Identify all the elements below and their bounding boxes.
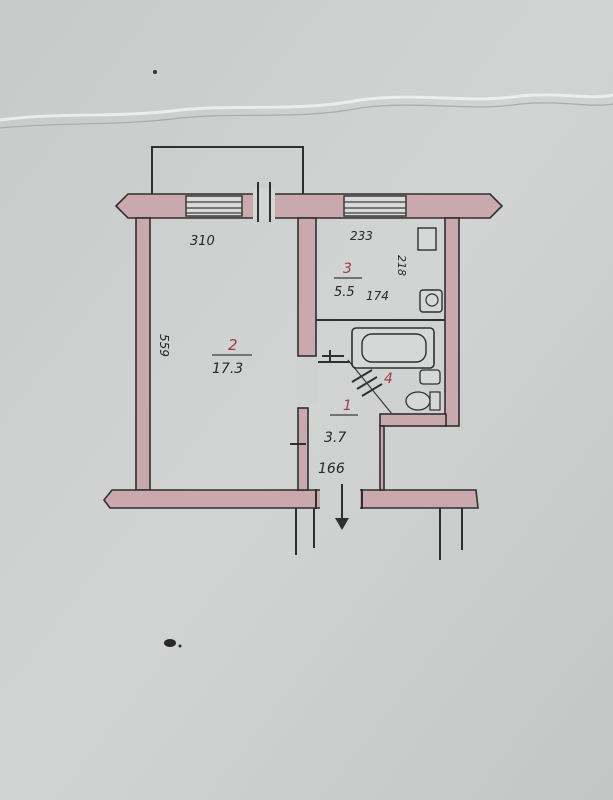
door-bathroom <box>347 359 393 415</box>
balcony-door <box>253 182 275 222</box>
toilet <box>405 391 441 411</box>
room-3-number: 3 <box>343 261 352 277</box>
stove <box>417 227 437 251</box>
room-3-height: 174 <box>366 289 389 303</box>
window-room-2 <box>185 195 243 217</box>
room-3-width-dimension: 233 <box>350 229 373 243</box>
entrance-arrow <box>335 484 349 530</box>
stairwell-walls <box>295 508 463 560</box>
window-room-3 <box>343 195 407 217</box>
room-1-number: 1 <box>343 398 352 414</box>
room-3-area: 5.5 <box>334 285 355 300</box>
exterior-walls <box>102 193 504 509</box>
paper-fold-shadow <box>0 102 613 129</box>
bathtub <box>351 327 435 369</box>
entrance <box>315 488 363 510</box>
paper-fold-crease <box>0 93 613 122</box>
room-2-depth-dimension: 559 <box>157 334 171 357</box>
door-room-3 <box>322 350 344 362</box>
ink-spot <box>164 639 176 647</box>
room-3-depth-dimension: 218 <box>395 255 408 276</box>
room-4-number: 4 <box>384 371 393 387</box>
hall-width-dimension: 166 <box>318 461 345 477</box>
ink-spot <box>178 644 182 648</box>
washbasin <box>419 369 441 385</box>
door-room-2 <box>290 358 318 445</box>
room-1-area: 3.7 <box>324 430 346 446</box>
interior-walls <box>297 217 447 491</box>
room-2-width-dimension: 310 <box>190 234 215 249</box>
ink-spot <box>153 70 157 74</box>
room-2-number: 2 <box>228 336 238 354</box>
room-2-area: 17.3 <box>212 361 243 377</box>
kitchen-sink <box>419 289 443 313</box>
